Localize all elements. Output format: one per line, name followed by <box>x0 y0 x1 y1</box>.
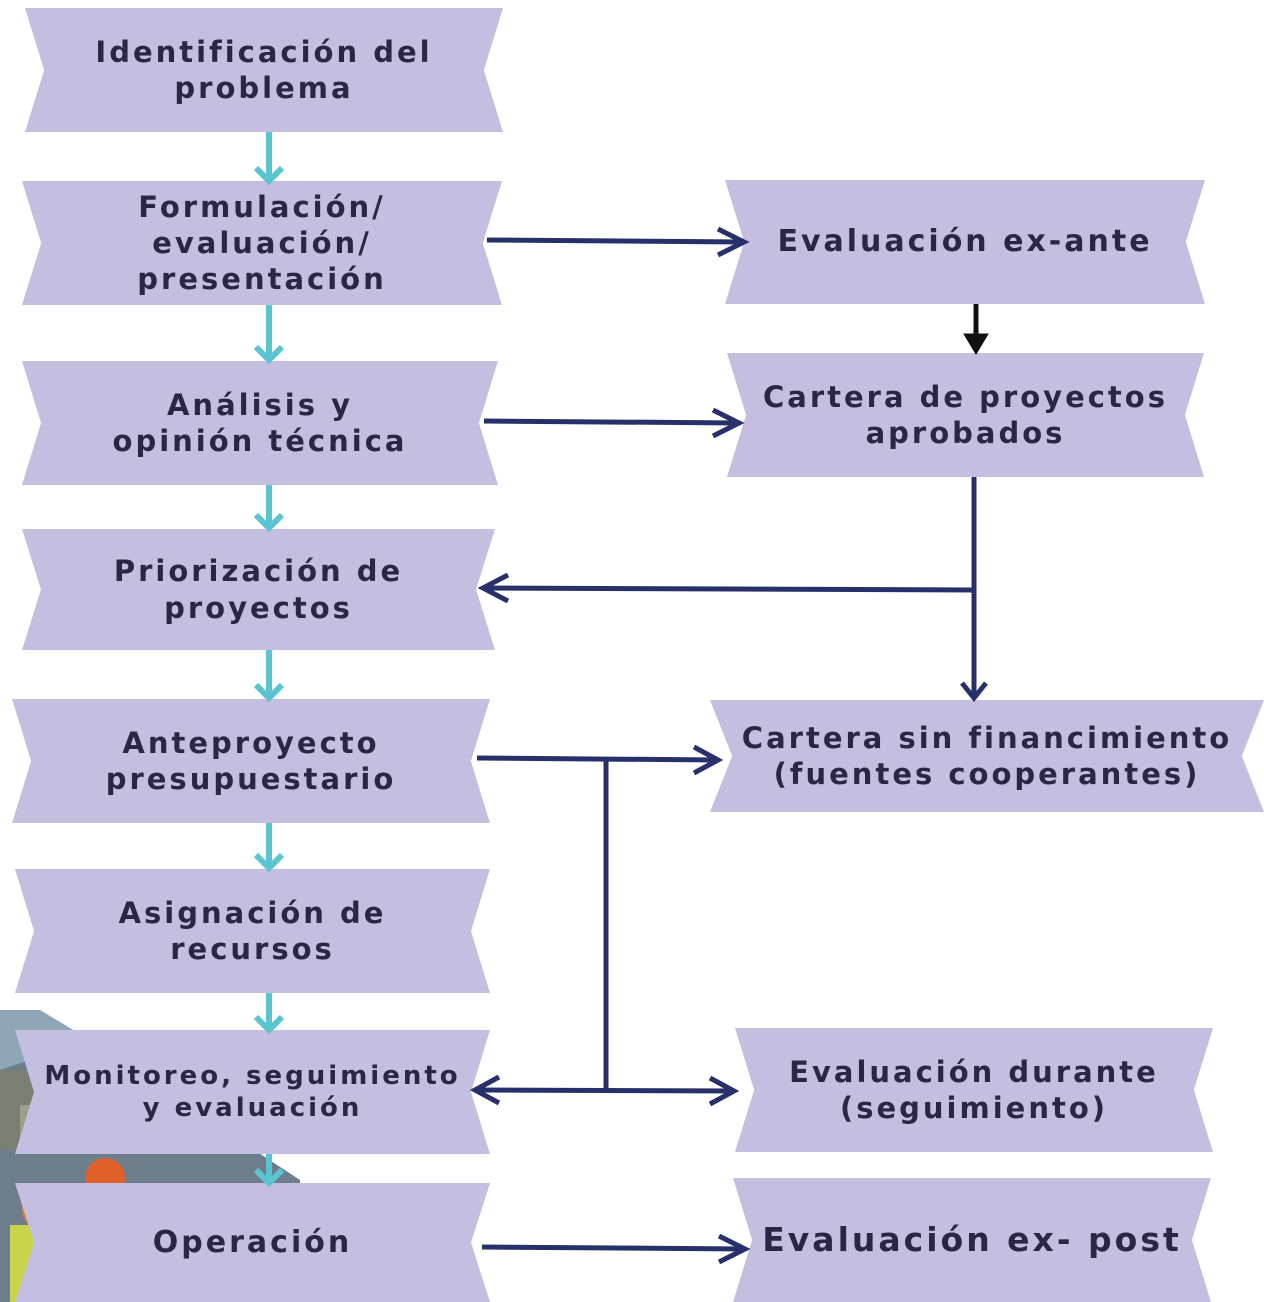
right-arrow-icon <box>481 1233 751 1265</box>
down-arrow-black-icon <box>963 304 989 355</box>
box-label-line: Cartera de proyectos <box>763 379 1168 414</box>
box-label-line: (seguimiento) <box>839 1091 1109 1125</box>
step-label-line: Priorización de <box>113 554 404 589</box>
step-label-line: evaluación/ <box>152 225 372 260</box>
step-formulacion: Formulación/evaluación/presentación <box>22 181 502 305</box>
step-label-line: Operación <box>152 1224 353 1260</box>
cartera-feedback-connector <box>477 477 988 703</box>
step-label-line: y evaluación <box>142 1093 363 1123</box>
down-arrow-icon <box>253 132 285 186</box>
step-label-line: proyectos <box>164 590 353 625</box>
step-label-line: Identificación del <box>95 34 433 69</box>
step-label-line: presupuestario <box>105 762 397 796</box>
step-label-line: problema <box>174 71 354 105</box>
step-label-line: Análisis y <box>166 387 353 422</box>
step-label-line: opinión técnica <box>112 424 408 458</box>
step-label-line: presentación <box>137 262 387 297</box>
right-arrow-icon <box>486 226 750 258</box>
step-label-line: Asignación de <box>118 895 387 930</box>
down-arrow-icon <box>253 485 285 533</box>
box-label-line: Cartera sin financimiento <box>741 720 1233 755</box>
right-arrow-icon <box>483 407 745 439</box>
evaluacion-durante-box: Evaluación durante(seguimiento) <box>735 1028 1213 1152</box>
anteproyecto-branch-connector <box>469 744 740 1107</box>
step-label-line: Formulación/ <box>138 189 386 224</box>
box-label-line: (fuentes cooperantes) <box>773 757 1201 791</box>
box-label-line: Evaluación durante <box>789 1054 1159 1089</box>
box-label-line: Evaluación ex- post <box>762 1220 1182 1260</box>
step-label-line: recursos <box>170 932 335 966</box>
box-label-line: Evaluación ex-ante <box>777 224 1153 260</box>
cartera-sin-financiamiento-box: Cartera sin financimiento(fuentes cooper… <box>710 700 1264 812</box>
step-label-line: Monitoreo, seguimiento <box>44 1060 461 1091</box>
box-label-line: aprobados <box>865 416 1066 450</box>
evaluacion-ex-ante-box: Evaluación ex-ante <box>725 180 1205 304</box>
down-arrow-icon <box>253 650 285 703</box>
evaluacion-ex-post-box: Evaluación ex- post <box>733 1178 1211 1302</box>
down-arrow-icon <box>253 305 285 365</box>
step-operacion: Operación <box>15 1183 490 1302</box>
down-arrow-icon <box>253 823 285 873</box>
step-label-line: Anteproyecto <box>122 725 380 760</box>
